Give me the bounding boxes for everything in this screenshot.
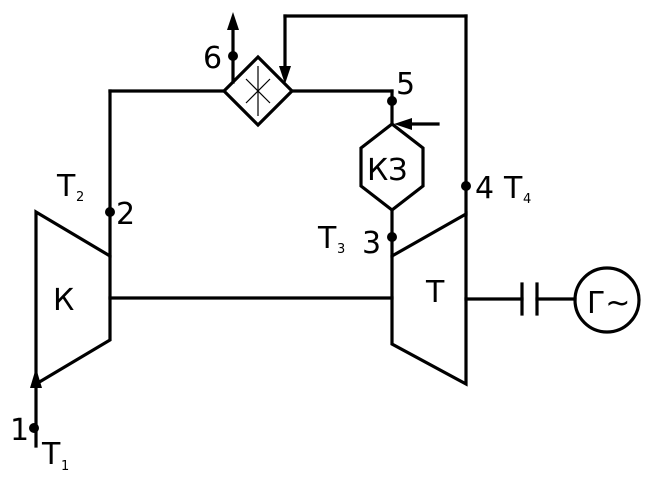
point-3-temp-sub: 3 — [337, 242, 345, 257]
point-5-dot — [387, 96, 397, 106]
compressor-body — [34, 209, 112, 387]
exhaust-arrow-icon — [227, 12, 239, 30]
point-6-dot — [228, 51, 238, 61]
point-6-label: 6 — [203, 41, 222, 76]
turbine-body — [390, 211, 468, 387]
inlet-arrow-icon — [30, 368, 42, 388]
point-4-dot — [461, 181, 471, 191]
generator-label: Г~ — [587, 286, 630, 321]
combustor-label: КЗ — [367, 153, 408, 188]
point-2-label: 2 — [116, 197, 135, 232]
point-1-temp: T — [41, 437, 61, 472]
point-4-temp: T — [503, 171, 523, 206]
compressor-label: К — [53, 283, 74, 318]
point-2-temp-sub: 2 — [76, 190, 84, 205]
point-3-temp: T — [317, 221, 337, 256]
point-3-label: 3 — [362, 226, 381, 261]
hot-return-arrow-icon — [279, 66, 291, 84]
point-1-temp-sub: 1 — [61, 459, 69, 474]
point-4-temp-sub: 4 — [523, 192, 531, 207]
fuel-arrow-icon — [394, 118, 412, 130]
generator-circle — [573, 266, 641, 334]
turbine-label: Т — [425, 275, 445, 310]
point-1-dot — [29, 423, 39, 433]
point-2-dot — [105, 207, 115, 217]
recuperator-inner-diag-2 — [245, 78, 271, 104]
point-1-label: 1 — [10, 413, 29, 448]
point-3-dot — [387, 232, 397, 242]
point-2-temp: T — [56, 169, 76, 204]
point-5-label: 5 — [396, 67, 415, 102]
point-4-label: 4 — [475, 171, 494, 206]
recuperator-body — [221, 54, 295, 128]
